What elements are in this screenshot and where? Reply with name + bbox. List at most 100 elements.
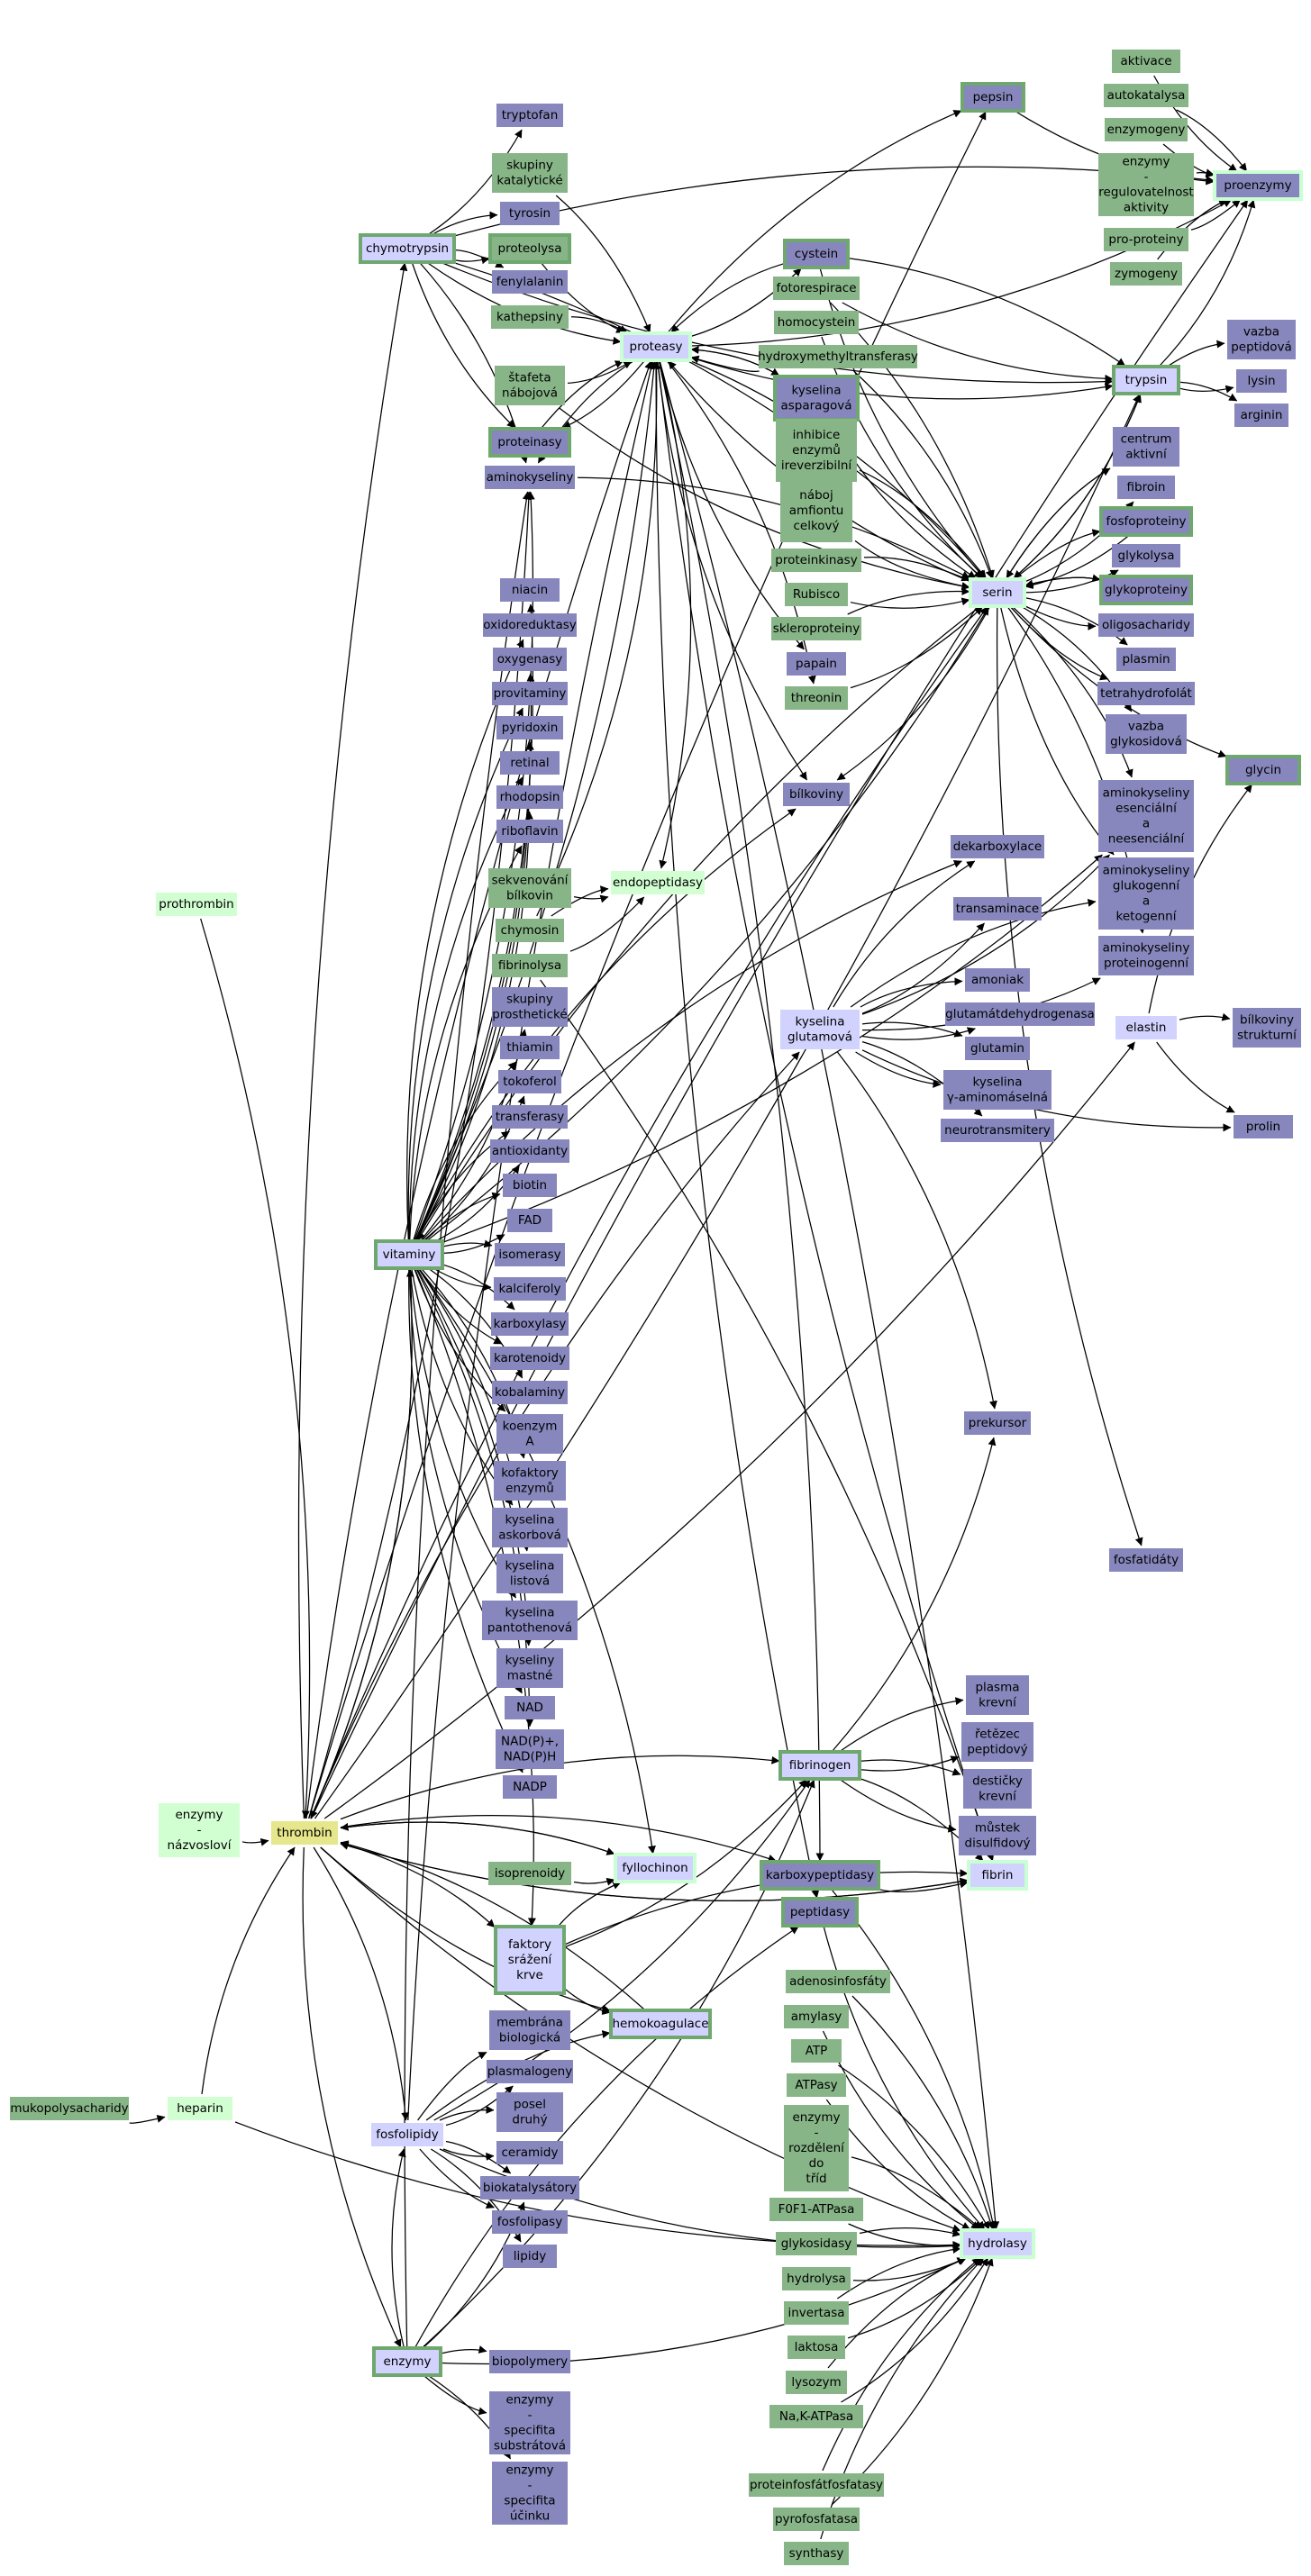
node-glykosidasy[interactable]: glykosidasy — [776, 2232, 857, 2255]
node-glutamin[interactable]: glutamin — [965, 1037, 1030, 1060]
node-serin[interactable]: serin — [969, 577, 1026, 608]
node-homocystein[interactable]: homocystein — [774, 311, 859, 334]
node-biokatalys[interactable]: biokatalysátory — [480, 2176, 579, 2200]
node-rhodopsin[interactable]: rhodopsin — [496, 785, 563, 809]
node-hydrolysa[interactable]: hydrolysa — [782, 2267, 851, 2290]
node-peptidasy[interactable]: peptidasy — [781, 1897, 859, 1927]
node-tryptofan[interactable]: tryptofan — [496, 104, 563, 127]
node-amylasy[interactable]: amylasy — [784, 2005, 849, 2028]
node-trypsin[interactable]: trypsin — [1112, 365, 1180, 395]
node-dekarboxylace[interactable]: dekarboxylace — [951, 835, 1044, 858]
node-fyllochinon[interactable]: fyllochinon — [614, 1853, 696, 1883]
node-proteinasy[interactable]: proteinasy — [488, 427, 571, 458]
node-thiamin[interactable]: thiamin — [500, 1036, 560, 1059]
node-papain[interactable]: papain — [787, 652, 846, 676]
node-oxygenasy[interactable]: oxygenasy — [493, 648, 567, 671]
node-arginin[interactable]: arginin — [1234, 404, 1288, 427]
node-cystein[interactable]: cystein — [783, 239, 850, 269]
node-tyrosin[interactable]: tyrosin — [500, 202, 560, 225]
node-threonin[interactable]: threonin — [785, 686, 848, 710]
node-fosfolipasy[interactable]: fosfolipasy — [492, 2210, 568, 2234]
node-elastin[interactable]: elastin — [1115, 1016, 1177, 1039]
node-hemokoagulace[interactable]: hemokoagulace — [609, 2009, 712, 2039]
node-provitaminy[interactable]: provitaminy — [492, 682, 568, 705]
node-proenzymy[interactable]: proenzymy — [1213, 170, 1303, 201]
node-prolin[interactable]: prolin — [1234, 1115, 1293, 1138]
node-fibroin[interactable]: fibroin — [1117, 476, 1175, 499]
node-thrombin[interactable]: thrombin — [271, 1821, 338, 1845]
node-lysozym[interactable]: lysozym — [786, 2371, 847, 2394]
node-ceramidy[interactable]: ceramidy — [496, 2141, 563, 2164]
node-vitaminy[interactable]: vitaminy — [374, 1239, 444, 1270]
node-biotin[interactable]: biotin — [503, 1174, 557, 1197]
node-endopeptidasy[interactable]: endopeptidasy — [611, 871, 705, 894]
node-chymosin[interactable]: chymosin — [496, 919, 564, 942]
node-pfp[interactable]: proteinfosfátfosfatasy — [749, 2473, 884, 2497]
node-hmt[interactable]: hydroxymethyltransferasy — [758, 345, 918, 368]
node-nadp[interactable]: NADP — [503, 1775, 557, 1799]
node-gdh[interactable]: glutamátdehydrogenasa — [945, 1002, 1095, 1026]
node-fosfolipidy[interactable]: fosfolipidy — [371, 2123, 443, 2146]
node-proproteiny[interactable]: pro-proteiny — [1104, 228, 1188, 251]
node-zymogeny[interactable]: zymogeny — [1110, 262, 1182, 286]
node-skleroproteiny[interactable]: skleroproteiny — [771, 617, 861, 640]
node-riboflavin[interactable]: riboflavin — [496, 820, 563, 843]
node-karboxypeptidasy[interactable]: karboxypeptidasy — [760, 1860, 880, 1891]
node-lysin[interactable]: lysin — [1236, 369, 1287, 393]
node-antioxidanty[interactable]: antioxidanty — [490, 1139, 569, 1163]
node-niacin[interactable]: niacin — [500, 578, 560, 602]
node-oligosacharidy[interactable]: oligosacharidy — [1098, 613, 1194, 637]
node-glycin[interactable]: glycin — [1225, 755, 1301, 785]
node-pepsin[interactable]: pepsin — [960, 82, 1025, 113]
node-laktosa[interactable]: laktosa — [788, 2336, 845, 2359]
node-invertasa[interactable]: invertasa — [784, 2301, 849, 2325]
node-fibrinolysa[interactable]: fibrinolysa — [492, 954, 568, 977]
node-karotenoidy[interactable]: karotenoidy — [490, 1347, 569, 1370]
node-kathepsiny[interactable]: kathepsiny — [491, 305, 569, 329]
node-enzymy_naz[interactable]: enzymy-názvosloví — [159, 1803, 240, 1857]
node-nadp_h[interactable]: NAD(P)+,NAD(P)H — [496, 1729, 564, 1769]
node-kalciferoly[interactable]: kalciferoly — [494, 1277, 566, 1301]
node-adenosin[interactable]: adenosinfosfáty — [786, 1970, 890, 1993]
node-fibrin[interactable]: fibrin — [967, 1860, 1028, 1891]
node-proteasy[interactable]: proteasy — [620, 331, 692, 362]
node-proteolysa[interactable]: proteolysa — [488, 233, 571, 264]
node-chymotrypsin[interactable]: chymotrypsin — [359, 233, 456, 264]
node-fenylalanin[interactable]: fenylalanin — [492, 270, 568, 294]
node-oxidoreduktasy[interactable]: oxidoreduktasy — [483, 613, 577, 637]
node-retinal[interactable]: retinal — [500, 751, 560, 775]
node-nak_atpasa[interactable]: Na,K-ATPasa — [769, 2405, 863, 2428]
node-prothrombin[interactable]: prothrombin — [156, 893, 237, 916]
node-enzymy[interactable]: enzymy — [372, 2346, 442, 2377]
node-glykoproteiny[interactable]: glykoproteiny — [1099, 575, 1193, 605]
node-transferasy[interactable]: transferasy — [492, 1105, 568, 1129]
node-glykolysa[interactable]: glykolysa — [1112, 544, 1180, 567]
node-plasmin[interactable]: plasmin — [1116, 648, 1176, 671]
node-enzymogeny[interactable]: enzymogeny — [1105, 118, 1188, 141]
node-tetrahydrofolat[interactable]: tetrahydrofolát — [1097, 682, 1195, 705]
node-plasmalogeny[interactable]: plasmalogeny — [487, 2060, 573, 2083]
node-atpasy[interactable]: ATPasy — [787, 2073, 846, 2097]
